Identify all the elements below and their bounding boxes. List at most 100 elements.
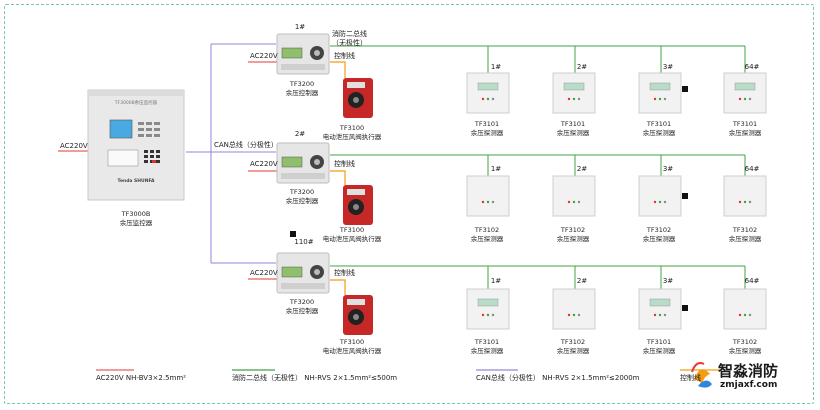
det-name: 余压探测器 <box>470 347 504 355</box>
ac-power-lines <box>58 61 278 371</box>
controller-1-ctrl-line: 控制线 <box>334 52 355 60</box>
controller-3-ctrl-line: 控制线 <box>334 269 355 277</box>
controller-3-ac: AC220V <box>250 269 278 277</box>
actuator-2-name: 电动泄压风阀执行器 <box>322 235 382 243</box>
black-markers <box>290 86 688 311</box>
det-model: TF3102 <box>732 338 758 346</box>
monitor-model: TF3000B <box>121 210 151 218</box>
monitor-name: 余压监控器 <box>119 219 153 227</box>
detector-box <box>723 72 767 114</box>
det-model: TF3102 <box>474 226 500 234</box>
control-lines <box>330 61 720 371</box>
det-model: TF3102 <box>732 226 758 234</box>
actuator-2-caption: TF3100 电动泄压风阀执行器 <box>323 226 382 244</box>
detector-box <box>466 72 510 114</box>
actuator-3-name: 电动泄压风阀执行器 <box>322 347 382 355</box>
det-name: 余压探测器 <box>728 129 762 137</box>
legend-control: 控制线 <box>680 374 701 382</box>
det-name: 余压探测器 <box>642 347 676 355</box>
det-model: TF3101 <box>646 338 672 346</box>
controller-2-model: TF3200 <box>289 188 315 196</box>
watermark-cn: 智淼消防 <box>718 362 779 380</box>
monitor-ac-label: AC220V <box>60 142 88 150</box>
actuator-1-name: 电动泄压风阀执行器 <box>322 133 382 141</box>
controller-1-ac: AC220V <box>250 52 278 60</box>
det-r1-c3-num: 3# <box>662 63 674 71</box>
actuators <box>343 78 373 335</box>
diagram-border <box>4 4 814 404</box>
detector-box <box>552 72 596 114</box>
det-model: TF3102 <box>560 338 586 346</box>
detector-boxes <box>466 72 767 330</box>
det-model: TF3101 <box>474 338 500 346</box>
monitor-caption: TF3000B 余压监控器 <box>120 210 153 228</box>
det-r3-c4-num: 64# <box>744 277 760 285</box>
det-r3-c1-num: 1# <box>490 277 502 285</box>
actuator-1-caption: TF3100 电动泄压风阀执行器 <box>323 124 382 142</box>
legend-fire-bus: 消防二总线（无极性） NH-RVS 2×1.5mm²≤500m <box>232 374 398 382</box>
controller-3-num: 110# <box>294 238 314 246</box>
det-name: 余压探测器 <box>556 129 590 137</box>
det-name: 余压探测器 <box>642 129 676 137</box>
controller-1-caption: TF3200 余压控制器 <box>286 80 319 98</box>
can-bus-label: CAN总线（分极性） <box>214 141 278 149</box>
detector-box <box>466 175 510 217</box>
controller-3-name: 余压控制器 <box>285 307 319 315</box>
controller-2-name: 余压控制器 <box>285 197 319 205</box>
det-model: TF3102 <box>560 226 586 234</box>
det-model: TF3102 <box>646 226 672 234</box>
legend-ac: AC220V NH-BV3×2.5mm² <box>96 374 186 382</box>
controller-1-num: 1# <box>294 23 306 31</box>
controller-2-ctrl-line: 控制线 <box>334 160 355 168</box>
det-r1-c2-num: 2# <box>576 63 588 71</box>
detector-box <box>638 288 682 330</box>
det-model: TF3101 <box>646 120 672 128</box>
monitor-cabinet <box>87 89 185 201</box>
watermark-url: zmjaxf.com <box>720 380 778 390</box>
detector-box <box>638 175 682 217</box>
det-name: 余压探测器 <box>470 235 504 243</box>
det-r2-c1-num: 1# <box>490 165 502 173</box>
det-model: TF3101 <box>560 120 586 128</box>
det-r2-c3-num: 3# <box>662 165 674 173</box>
detector-box <box>723 288 767 330</box>
det-model: TF3101 <box>732 120 758 128</box>
controller-1-name: 余压控制器 <box>285 89 319 97</box>
det-r3-c3-num: 3# <box>662 277 674 285</box>
can-bus-lines <box>181 43 276 264</box>
det-name: 余压探测器 <box>556 347 590 355</box>
det-name: 余压探测器 <box>728 347 762 355</box>
watermark: 智淼消防 zmjaxf.com <box>680 358 790 398</box>
actuator-3-model: TF3100 <box>339 338 365 346</box>
watermark-logo <box>691 362 712 388</box>
controller-3-caption: TF3200 余压控制器 <box>286 298 319 316</box>
det-r1-c1-num: 1# <box>490 63 502 71</box>
actuator-2-model: TF3100 <box>339 226 365 234</box>
det-r3-c2-num: 2# <box>576 277 588 285</box>
controller-2-num: 2# <box>294 130 306 138</box>
controller-2-caption: TF3200 余压控制器 <box>286 188 319 206</box>
det-r2-c2-num: 2# <box>576 165 588 173</box>
controller-3-model: TF3200 <box>289 298 315 306</box>
legend-can: CAN总线（分极性） NH-RVS 2×1.5mm²≤2000m <box>476 374 640 382</box>
det-r2-c4-num: 64# <box>744 165 760 173</box>
detector-box <box>552 288 596 330</box>
det-r1-c4-num: 64# <box>744 63 760 71</box>
monitor-screen-title: TF3000B余压监控器 <box>114 101 158 106</box>
actuator-1-model: TF3100 <box>339 124 365 132</box>
monitor-brand: Tenda SHUNFA <box>117 179 155 184</box>
det-name: 余压探测器 <box>470 129 504 137</box>
